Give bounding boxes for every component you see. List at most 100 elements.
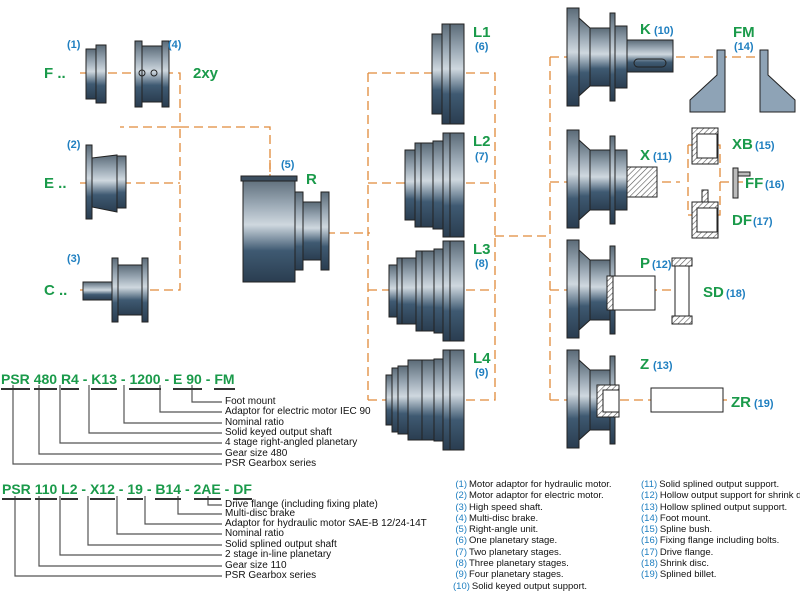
legend-item: (1)Motor adaptor for hydraulic motor. xyxy=(453,479,611,490)
legend-text: Three planetary stages. xyxy=(469,558,569,570)
part-right-angle-unit[interactable] xyxy=(240,175,330,283)
legend-left: (1)Motor adaptor for hydraulic motor.(2)… xyxy=(453,479,612,592)
legend-item: (18)Shrink disc. xyxy=(641,558,800,569)
code-separator: - xyxy=(164,371,170,387)
example1-desc: 4 stage right-angled planetary xyxy=(225,437,358,448)
example2-desc: Nominal ratio xyxy=(225,528,284,539)
part-fixing-flange[interactable] xyxy=(732,167,751,199)
part-foot-mount[interactable] xyxy=(689,49,796,113)
part-shrink-disc[interactable] xyxy=(671,257,693,325)
number-label-10: (10) xyxy=(654,25,674,37)
number-label-12: (12) xyxy=(652,259,672,271)
part-output-p[interactable] xyxy=(566,239,656,339)
example1-desc: PSR Gearbox series xyxy=(225,458,317,469)
code-label-l2: L2 xyxy=(473,133,491,150)
code-segment: DF xyxy=(233,481,252,500)
legend-number: (7) xyxy=(455,546,467,558)
legend-text: High speed shaft. xyxy=(469,501,543,513)
code-separator: - xyxy=(146,481,152,497)
code-segment: K13 xyxy=(91,371,117,390)
example2-desc: Drive flange (including fixing plate) xyxy=(225,499,378,510)
legend-item: (8)Three planetary stages. xyxy=(453,558,612,569)
code-separator: - xyxy=(224,481,230,497)
part-spline-bush[interactable] xyxy=(691,127,719,165)
number-label-1: (1) xyxy=(67,39,81,51)
example2-desc: PSR Gearbox series xyxy=(225,570,317,581)
legend-item: (15)Spline bush. xyxy=(641,524,800,535)
example1-desc: Foot mount xyxy=(225,396,276,407)
connector-lines xyxy=(80,56,760,401)
legend-number: (1) xyxy=(455,479,467,490)
legend-text: Drive flange. xyxy=(659,546,714,558)
part-stage-l3[interactable] xyxy=(388,240,465,342)
part-output-k[interactable] xyxy=(566,7,674,107)
part-output-x[interactable] xyxy=(566,129,658,229)
number-label-18: (18) xyxy=(726,288,746,300)
legend-number: (17) xyxy=(641,546,658,558)
code-label-xb: XB xyxy=(732,136,753,153)
part-stage-l1[interactable] xyxy=(431,23,465,125)
part-drive-flange[interactable] xyxy=(691,189,719,239)
legend-number: (6) xyxy=(455,535,467,547)
legend-text: Shrink disc. xyxy=(659,558,710,570)
legend-text: Solid keyed output support. xyxy=(471,580,588,592)
number-label-14: (14) xyxy=(734,41,754,53)
code-label-k: K xyxy=(640,21,651,38)
legend-number: (18) xyxy=(641,558,658,570)
part-high-speed-shaft[interactable] xyxy=(82,257,149,323)
legend-item: (7)Two planetary stages. xyxy=(453,547,612,558)
part-splined-billet[interactable] xyxy=(650,387,724,413)
number-label-15: (15) xyxy=(755,140,775,152)
code-segment: 19 xyxy=(127,481,143,500)
part-multi-disc-brake[interactable] xyxy=(134,40,170,108)
legend-text: Motor adaptor for electric motor. xyxy=(469,490,604,502)
code-segment: 480 xyxy=(33,371,58,390)
example1-desc: Adaptor for electric motor IEC 90 xyxy=(225,406,371,417)
example1-leaders xyxy=(12,385,222,465)
example1-desc: Nominal ratio xyxy=(225,417,284,428)
code-label-ff: FF xyxy=(745,175,764,192)
legend-item: (4)Multi-disc brake. xyxy=(453,513,612,524)
legend-item: (14)Foot mount. xyxy=(641,513,800,524)
part-motor-adaptor-electric[interactable] xyxy=(85,144,127,220)
legend-text: Foot mount. xyxy=(659,512,711,524)
example2-desc: Adaptor for hydraulic motor SAE-B 12/24-… xyxy=(225,518,427,529)
number-label-4: (4) xyxy=(168,39,182,51)
code-label-x: X xyxy=(640,147,651,164)
code-segment: PSR xyxy=(1,371,30,390)
legend-text: Spline bush. xyxy=(659,524,713,536)
legend-text: Hollow splined output support. xyxy=(659,501,788,513)
part-stage-l4[interactable] xyxy=(385,349,465,451)
code-separator: - xyxy=(118,481,124,497)
legend-item: (16)Fixing flange including bolts. xyxy=(641,535,800,546)
number-label-2: (2) xyxy=(67,139,81,151)
code-label-l1: L1 xyxy=(473,24,491,41)
code-label-c: C .. xyxy=(44,282,68,299)
legend-number: (3) xyxy=(455,501,467,513)
code-label-2xy: 2xy xyxy=(193,65,219,82)
part-motor-adaptor-hydraulic[interactable] xyxy=(85,44,107,104)
legend-number: (10) xyxy=(453,580,470,592)
number-label-19: (19) xyxy=(754,398,774,410)
number-label-3: (3) xyxy=(67,253,81,265)
legend-item: (6)One planetary stage. xyxy=(453,535,612,546)
legend-text: Four planetary stages. xyxy=(469,569,564,581)
number-label-8: (8) xyxy=(475,258,489,270)
part-stage-l2[interactable] xyxy=(404,132,465,238)
code-separator: - xyxy=(184,481,190,497)
legend-number: (13) xyxy=(641,501,658,513)
number-label-13: (13) xyxy=(653,360,673,372)
legend-text: Splined billet. xyxy=(659,569,717,581)
legend-number: (2) xyxy=(455,490,467,502)
part-output-z[interactable] xyxy=(566,349,620,449)
legend-number: (12) xyxy=(641,490,658,502)
code-label-p: P xyxy=(640,255,651,272)
legend-number: (9) xyxy=(455,569,467,581)
code-segment: FM xyxy=(214,371,235,390)
legend-item: (11)Solid splined output support. xyxy=(641,479,800,490)
example1-desc: Gear size 480 xyxy=(225,448,288,459)
example2-desc: Gear size 110 xyxy=(225,560,287,571)
example2-leaders xyxy=(14,496,222,577)
code-label-r: R xyxy=(306,171,317,188)
code-label-e: E .. xyxy=(44,175,67,192)
